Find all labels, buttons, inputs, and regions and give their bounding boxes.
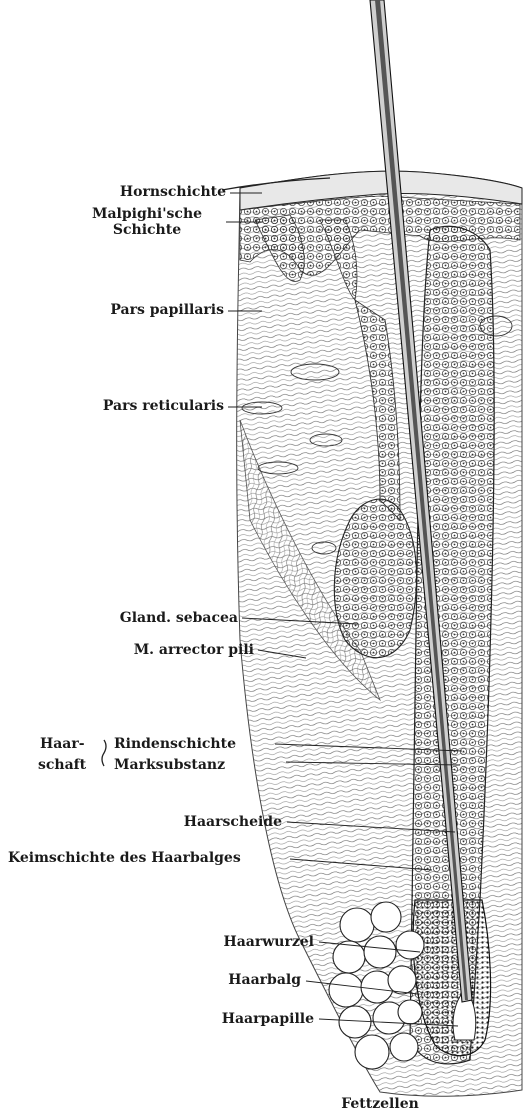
label-pars-reticularis: Pars reticularis (30, 398, 224, 414)
label-haarbalg: Haarbalg (150, 972, 301, 988)
label-fettzellen: Fettzellen (300, 1096, 460, 1112)
label-schaft: schaft (38, 757, 86, 773)
brace-haarschaft (102, 740, 106, 766)
label-m-arrector-pili: M. arrector pili (60, 642, 254, 658)
label-marksubstanz: Marksubstanz (114, 757, 225, 773)
label-keimschichte: Keimschichte des Haarbalges (8, 850, 241, 866)
label-pars-papillaris: Pars papillaris (40, 302, 224, 318)
label-malpighi-line1: Malpighi'sche (70, 206, 224, 222)
label-haarwurzel: Haarwurzel (140, 934, 314, 950)
label-gland-sebacea: Gland. sebacea (70, 610, 238, 626)
skin-section (222, 0, 522, 1096)
label-haarscheide: Haarscheide (100, 814, 282, 830)
label-hornschichte: Hornschichte (60, 184, 226, 200)
label-haar: Haar- (40, 736, 85, 752)
label-malpighi-line2: Schichte (70, 222, 224, 238)
label-haarpapille: Haarpapille (140, 1011, 314, 1027)
label-rindenschichte: Rindenschichte (114, 736, 236, 752)
